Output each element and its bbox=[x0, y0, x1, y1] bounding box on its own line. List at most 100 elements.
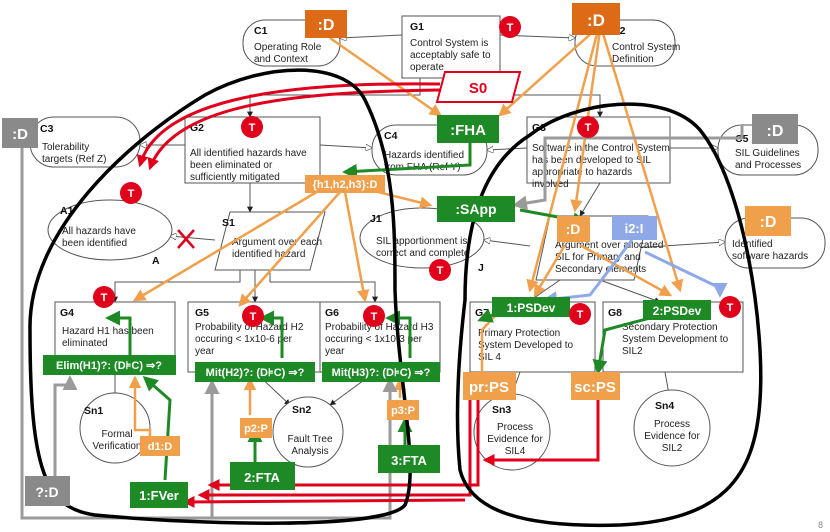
node-g3-text-line: involved bbox=[532, 179, 569, 190]
t-marker: T bbox=[577, 116, 599, 138]
node-sn1-id: Sn1 bbox=[84, 405, 103, 417]
t-marker-label: T bbox=[250, 311, 257, 323]
node-g2-text-line: sufficiently mitigated bbox=[190, 172, 280, 183]
tag-scps: sc:PS bbox=[571, 372, 620, 400]
left-outline bbox=[28, 68, 412, 525]
node-g3-text-line: appropriate to hazards bbox=[532, 167, 632, 178]
node-sn4-id: Sn4 bbox=[655, 400, 674, 412]
node-s2-text-line: Secondary elements bbox=[555, 264, 646, 275]
edge-g2-c4 bbox=[319, 145, 372, 148]
node-g4-text-line: Hazard H1 has been bbox=[62, 326, 154, 337]
node-g1-text-line: Control System is bbox=[410, 38, 488, 49]
node-g1-text-line: operate bbox=[410, 62, 444, 73]
tag-sapp: :SApp bbox=[437, 196, 515, 222]
node-c3-text-line: Tolerability bbox=[42, 142, 89, 153]
t-marker-label: T bbox=[437, 265, 444, 277]
node-g1-id: G1 bbox=[410, 21, 424, 33]
node-sn1-text-line: Verification bbox=[93, 441, 142, 452]
flow-h-to-g4 bbox=[132, 188, 321, 302]
node-sn3-text-line: Evidence for bbox=[487, 434, 543, 445]
node-sn3-text-line: SIL4 bbox=[505, 446, 526, 457]
svg-text::D: :D bbox=[760, 214, 777, 231]
svg-text:2:PSDev: 2:PSDev bbox=[653, 304, 702, 318]
t-marker: T bbox=[363, 305, 385, 327]
node-sn2-text-line: Analysis bbox=[291, 446, 328, 457]
t-marker: T bbox=[569, 303, 591, 325]
t-marker-label: T bbox=[727, 302, 734, 314]
svg-text:p2:P: p2:P bbox=[244, 423, 268, 435]
tag-fta2: 2:FTA bbox=[230, 462, 295, 490]
t-marker-circle bbox=[93, 286, 115, 308]
tag-psdev2: 2:PSDev bbox=[643, 300, 711, 320]
node-a1 bbox=[47, 199, 173, 261]
node-g5-id: G5 bbox=[195, 307, 209, 319]
node-g8-id: G8 bbox=[608, 307, 622, 319]
t-marker-circle bbox=[429, 259, 451, 281]
flow-d-to-fha bbox=[329, 36, 443, 117]
tag-i2: i2:I bbox=[612, 216, 657, 240]
svg-text:p3:P: p3:P bbox=[391, 405, 415, 417]
node-g8-text-line: SIL2 bbox=[622, 346, 643, 357]
svg-text:2:FTA: 2:FTA bbox=[244, 470, 280, 485]
t-marker-label: T bbox=[577, 309, 584, 321]
svg-text:i2:I: i2:I bbox=[625, 221, 644, 236]
tag-d-c6: :D bbox=[745, 206, 791, 236]
node-sn4 bbox=[633, 389, 711, 467]
flow-d-right-to-g8 bbox=[600, 29, 684, 293]
svg-text:Elim(H1)?: (D⊧C) ⇒?: Elim(H1)?: (D⊧C) ⇒? bbox=[56, 360, 162, 372]
t-marker-label: T bbox=[128, 188, 135, 200]
tag-d-s2: :D bbox=[557, 216, 590, 242]
t-marker-circle bbox=[569, 303, 591, 325]
node-c1-text-line: Operating Role bbox=[254, 42, 322, 53]
flow-d-right-to-fha bbox=[498, 29, 596, 117]
node-g1 bbox=[401, 15, 501, 79]
node-sn2-text-line: Fault Tree bbox=[287, 434, 332, 445]
edge-s1-g4 bbox=[112, 270, 241, 303]
t-marker: T bbox=[241, 116, 263, 138]
node-c6-text-line: software hazards bbox=[732, 251, 808, 262]
svg-text:1:PSDev: 1:PSDev bbox=[507, 301, 556, 315]
flow-d-right-to-g7 bbox=[526, 29, 600, 293]
right-outline bbox=[455, 102, 763, 528]
svg-text:pr:PS: pr:PS bbox=[469, 379, 509, 396]
flow-prps-down bbox=[197, 385, 472, 501]
node-g3-text-line: has been developed to SIL bbox=[532, 155, 651, 166]
node-c3-text-line: targets (Ref Z) bbox=[42, 154, 106, 165]
node-sn4-text-line: Process bbox=[654, 419, 690, 430]
t-marker-label: T bbox=[585, 122, 592, 134]
edge-s1-a1 bbox=[170, 236, 216, 241]
node-s1-id: S1 bbox=[222, 217, 235, 229]
node-sn4-text-line: SIL2 bbox=[662, 443, 683, 454]
tag-fha: :FHA bbox=[437, 115, 499, 143]
t-marker-circle bbox=[577, 116, 599, 138]
node-c5-text-line: SIL Guidelines bbox=[735, 148, 800, 159]
tag-d-right: :D bbox=[752, 114, 798, 144]
node-g7-text-line: SIL 4 bbox=[478, 352, 501, 363]
svg-text:sc:PS: sc:PS bbox=[574, 379, 616, 396]
flow-d-s2-to-g8 bbox=[579, 243, 673, 297]
node-c3-id: C3 bbox=[40, 123, 54, 135]
svg-text:1:FVer: 1:FVer bbox=[139, 488, 179, 503]
svg-text:Mit(H3)?: (D⊧C) ⇒?: Mit(H3)?: (D⊧C) ⇒? bbox=[332, 367, 431, 379]
flow-i2-to-psdev2 bbox=[644, 250, 728, 298]
node-sn1-text-line: Formal bbox=[101, 429, 132, 440]
t-marker-circle bbox=[499, 16, 521, 38]
node-c4-id: C4 bbox=[384, 130, 398, 142]
tag-d-left: :D bbox=[2, 118, 38, 148]
node-c1-text-line: and Context bbox=[254, 54, 308, 65]
node-g6-text-line: occuring < 1x10-3 per bbox=[325, 334, 423, 345]
node-sn3-id: Sn3 bbox=[492, 404, 511, 416]
flow-mit2-to-g5 bbox=[259, 310, 284, 358]
flow-h-to-g6 bbox=[343, 191, 370, 303]
edge-s2-g8 bbox=[599, 279, 661, 303]
node-g5-text-line: year bbox=[195, 346, 215, 357]
svg-text::FHA: :FHA bbox=[450, 122, 486, 139]
edge-s2-c6 bbox=[633, 242, 725, 249]
svg-text::D: :D bbox=[767, 123, 784, 140]
edge-g3-c4 bbox=[487, 148, 528, 150]
tag-fta3: 3:FTA bbox=[378, 445, 440, 473]
t-marker-circle bbox=[363, 305, 385, 327]
flow-d-right-to-sapp bbox=[512, 125, 744, 211]
